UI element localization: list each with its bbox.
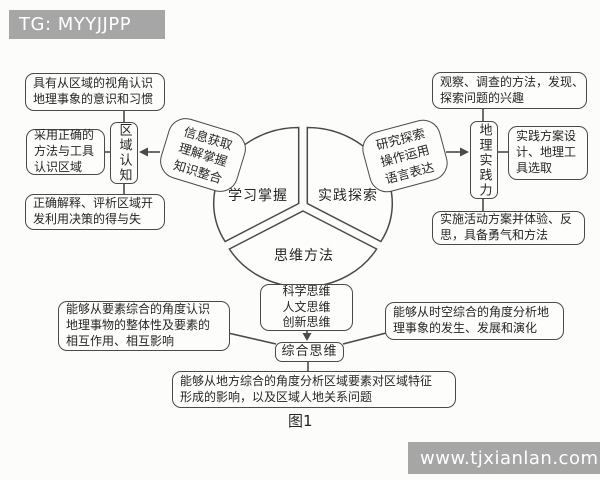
node-text: 思，具备勇气和方法: [440, 228, 549, 242]
competency-circle: [212, 126, 394, 288]
node-comprehensive: 综合思维: [275, 342, 344, 362]
node-text: 观察、调查的方法，发现、: [440, 74, 585, 89]
node-spacetime-angle: 能够从时空综合的角度分析地 理事象的发生、发展和演化: [385, 302, 564, 340]
connector-arrows: [139, 147, 469, 341]
node-regional-habit: 具有从区域的视角认识 地理事象的意识和习惯: [25, 73, 165, 111]
node-text: 方法与工具: [34, 144, 95, 159]
sector-label-learning: 学习掌握: [228, 188, 288, 204]
node-text: 探索问题的兴趣: [440, 90, 525, 105]
node-element-angle: 能够从要素综合的角度认识 地理事物的整体性及要素的 相互作用、相互影响: [58, 301, 230, 351]
node-three-thinkings: 科学思维 人文思维 创新思维: [260, 284, 353, 331]
node-text: 发利用决策的得与失: [33, 212, 142, 226]
arrow-to-practice-ability: [460, 147, 469, 157]
node-text: 形成的影响，以及区域人地关系问题: [180, 389, 373, 404]
node-local-angle: 能够从地方综合的角度分析区域要素对区域特征 形成的影响，以及区域人地关系问题: [172, 371, 456, 408]
figure-caption: 图1: [288, 412, 313, 430]
node-text: 认识区域: [34, 159, 83, 174]
node-methods-tools: 采用正确的 方法与工具 认识区域: [26, 128, 105, 175]
node-plan-design: 实践方案设 计、地理工 具选取: [508, 126, 588, 180]
node-text: 人文思维: [282, 299, 331, 314]
node-text: 实施活动方案并体验、反: [440, 212, 573, 227]
arrow-to-regional-cognition: [139, 147, 148, 157]
node-text: 创新思维: [282, 315, 331, 330]
node-implement-plan: 实施活动方案并体验、反 思，具备勇气和方法: [432, 211, 585, 245]
node-regional-cognition: 区域认知: [110, 122, 138, 184]
node-text: 科学思维: [282, 283, 331, 298]
node-text: 具有从区域的视角认识: [33, 76, 154, 91]
node-text: 相互作用、相互影响: [66, 333, 175, 348]
watermark-bottom: www.tjxianlan.com: [408, 442, 600, 474]
node-practice-ability: 地理实践力: [470, 121, 498, 199]
node-evaluate-decisions: 正确解释、评析区域开 发利用决策的得与失: [25, 194, 165, 230]
node-observe-survey: 观察、调查的方法，发现、 探索问题的兴趣: [432, 72, 587, 109]
connector-lines: [104, 109, 508, 372]
node-text: 能够从地方综合的角度分析区域要素对区域特征: [180, 373, 433, 388]
watermark-top: TG: MYYJJPP: [9, 10, 165, 39]
node-text: 计、地理工: [516, 145, 577, 160]
node-text: 地理事象的意识和习惯: [33, 92, 154, 106]
node-text: 理事象的发生、发展和演化: [393, 321, 538, 335]
node-text: 具选取: [516, 160, 553, 175]
node-text: 地理事物的整体性及要素的: [66, 318, 211, 333]
node-text: 采用正确的: [34, 128, 95, 143]
node-text: 能够从时空综合的角度分析地: [393, 305, 550, 320]
sector-label-thinking: 思维方法: [274, 248, 334, 264]
node-text: 能够从要素综合的角度认识: [66, 302, 211, 317]
node-text: 正确解释、评析区域开: [33, 196, 154, 211]
node-text: 实践方案设: [516, 129, 577, 144]
arrow-to-comprehensive: [302, 333, 312, 341]
sector-label-practice: 实践探索: [318, 188, 378, 204]
